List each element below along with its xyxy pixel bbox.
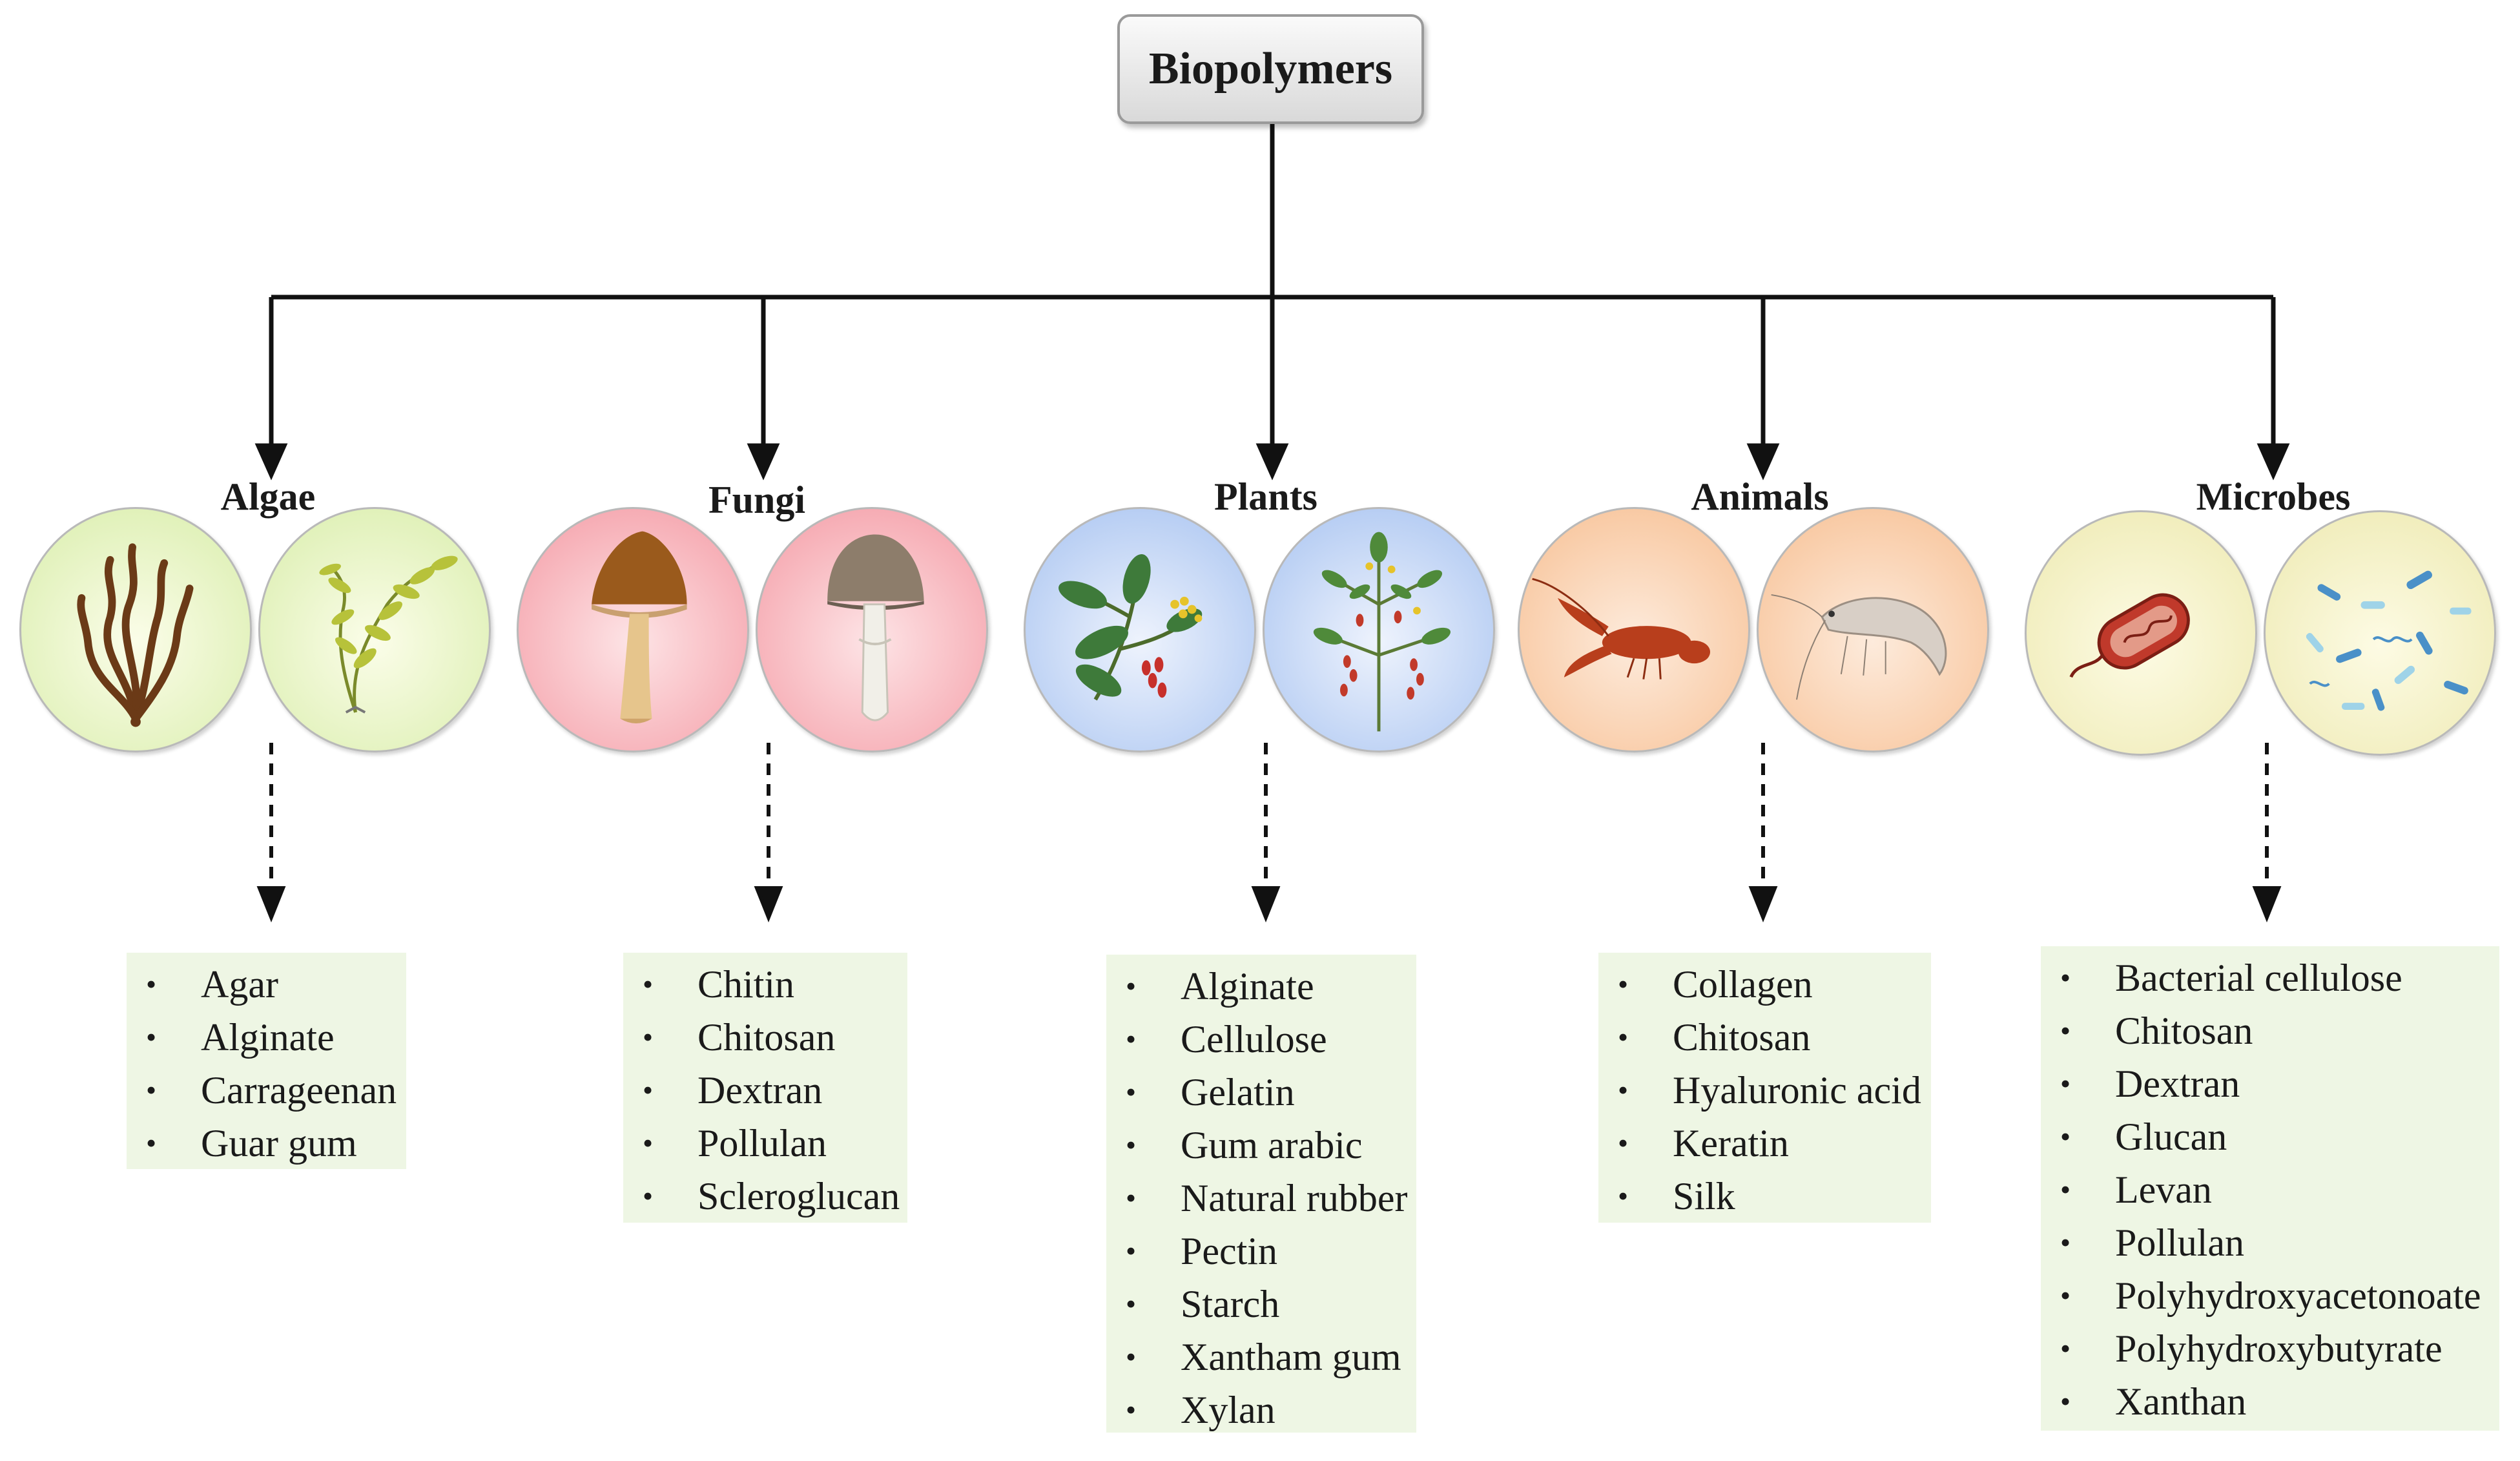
list-item: Xanthan	[2054, 1375, 2486, 1428]
list-item: Agar	[139, 958, 393, 1011]
category-label-animals: Animals	[1691, 475, 1829, 518]
list-item: Cellulose	[1119, 1013, 1403, 1066]
list-algae: Agar Alginate Carrageenan Guar gum	[127, 953, 406, 1170]
list-item: Hyaluronic acid	[1611, 1064, 1921, 1117]
list-item: Glucan	[2054, 1110, 2486, 1163]
bacteria-colony-icon	[2264, 510, 2496, 756]
list-item: Polyhydroxyacetonoate	[2054, 1269, 2486, 1322]
category-label-fungi: Fungi	[708, 479, 806, 521]
list-item: Collagen	[1611, 958, 1918, 1011]
list-item: Pollulan	[2054, 1216, 2486, 1269]
list-item: Polyhydroxybutyrate	[2054, 1322, 2486, 1375]
category-label-algae: Algae	[220, 475, 316, 518]
list-item: Bacterial cellulose	[2054, 951, 2486, 1004]
list-item: Guar gum	[139, 1117, 393, 1170]
list-item: Pollulan	[636, 1117, 894, 1170]
brown-mushroom-icon	[517, 507, 749, 752]
category-label-plants: Plants	[1214, 475, 1318, 518]
brown-seaweed-icon	[19, 507, 252, 752]
list-animals: Collagen Chitosan Hyaluronic acid Kerati…	[1598, 953, 1931, 1223]
root-node: Biopolymers	[1117, 14, 1424, 124]
list-item: Xylan	[1119, 1383, 1403, 1436]
list-item: Chitosan	[2054, 1004, 2486, 1057]
green-algae-icon	[258, 507, 491, 752]
list-item: Keratin	[1611, 1117, 1918, 1170]
list-item: Scleroglucan	[636, 1170, 900, 1223]
list-item: Alginate	[1119, 960, 1403, 1013]
drop-arrows	[254, 297, 2290, 481]
list-item: Alginate	[139, 1011, 393, 1064]
list-item: Dextran	[636, 1064, 894, 1117]
list-item: Natural rubber	[1119, 1172, 1408, 1225]
list-plants: Alginate Cellulose Gelatin Gum arabic Na…	[1106, 955, 1416, 1436]
list-item: Silk	[1611, 1170, 1918, 1223]
list-fungi: Chitin Chitosan Dextran Pollulan Sclerog…	[623, 953, 907, 1223]
list-microbes: Bacterial cellulose Chitosan Dextran Glu…	[2041, 946, 2499, 1431]
list-item: Carrageenan	[139, 1064, 397, 1117]
berry-plant-icon	[1263, 507, 1495, 752]
dashed-arrows	[256, 743, 2282, 923]
list-item: Levan	[2054, 1163, 2486, 1216]
leafy-plant-icon	[1024, 507, 1256, 752]
list-item: Gum arabic	[1119, 1119, 1403, 1172]
list-item: Dextran	[2054, 1057, 2486, 1110]
shrimp-icon	[1757, 507, 1989, 752]
list-item: Chitosan	[1611, 1011, 1918, 1064]
category-label-microbes: Microbes	[2196, 475, 2351, 518]
list-item: Chitosan	[636, 1011, 894, 1064]
list-item: Chitin	[636, 958, 894, 1011]
bacterium-icon	[2025, 510, 2257, 756]
crayfish-icon	[1518, 507, 1750, 752]
list-item: Starch	[1119, 1278, 1403, 1331]
list-item: Xantham gum	[1119, 1331, 1403, 1383]
list-item: Gelatin	[1119, 1066, 1403, 1119]
list-item: Pectin	[1119, 1225, 1403, 1278]
grey-mushroom-icon	[756, 507, 988, 752]
